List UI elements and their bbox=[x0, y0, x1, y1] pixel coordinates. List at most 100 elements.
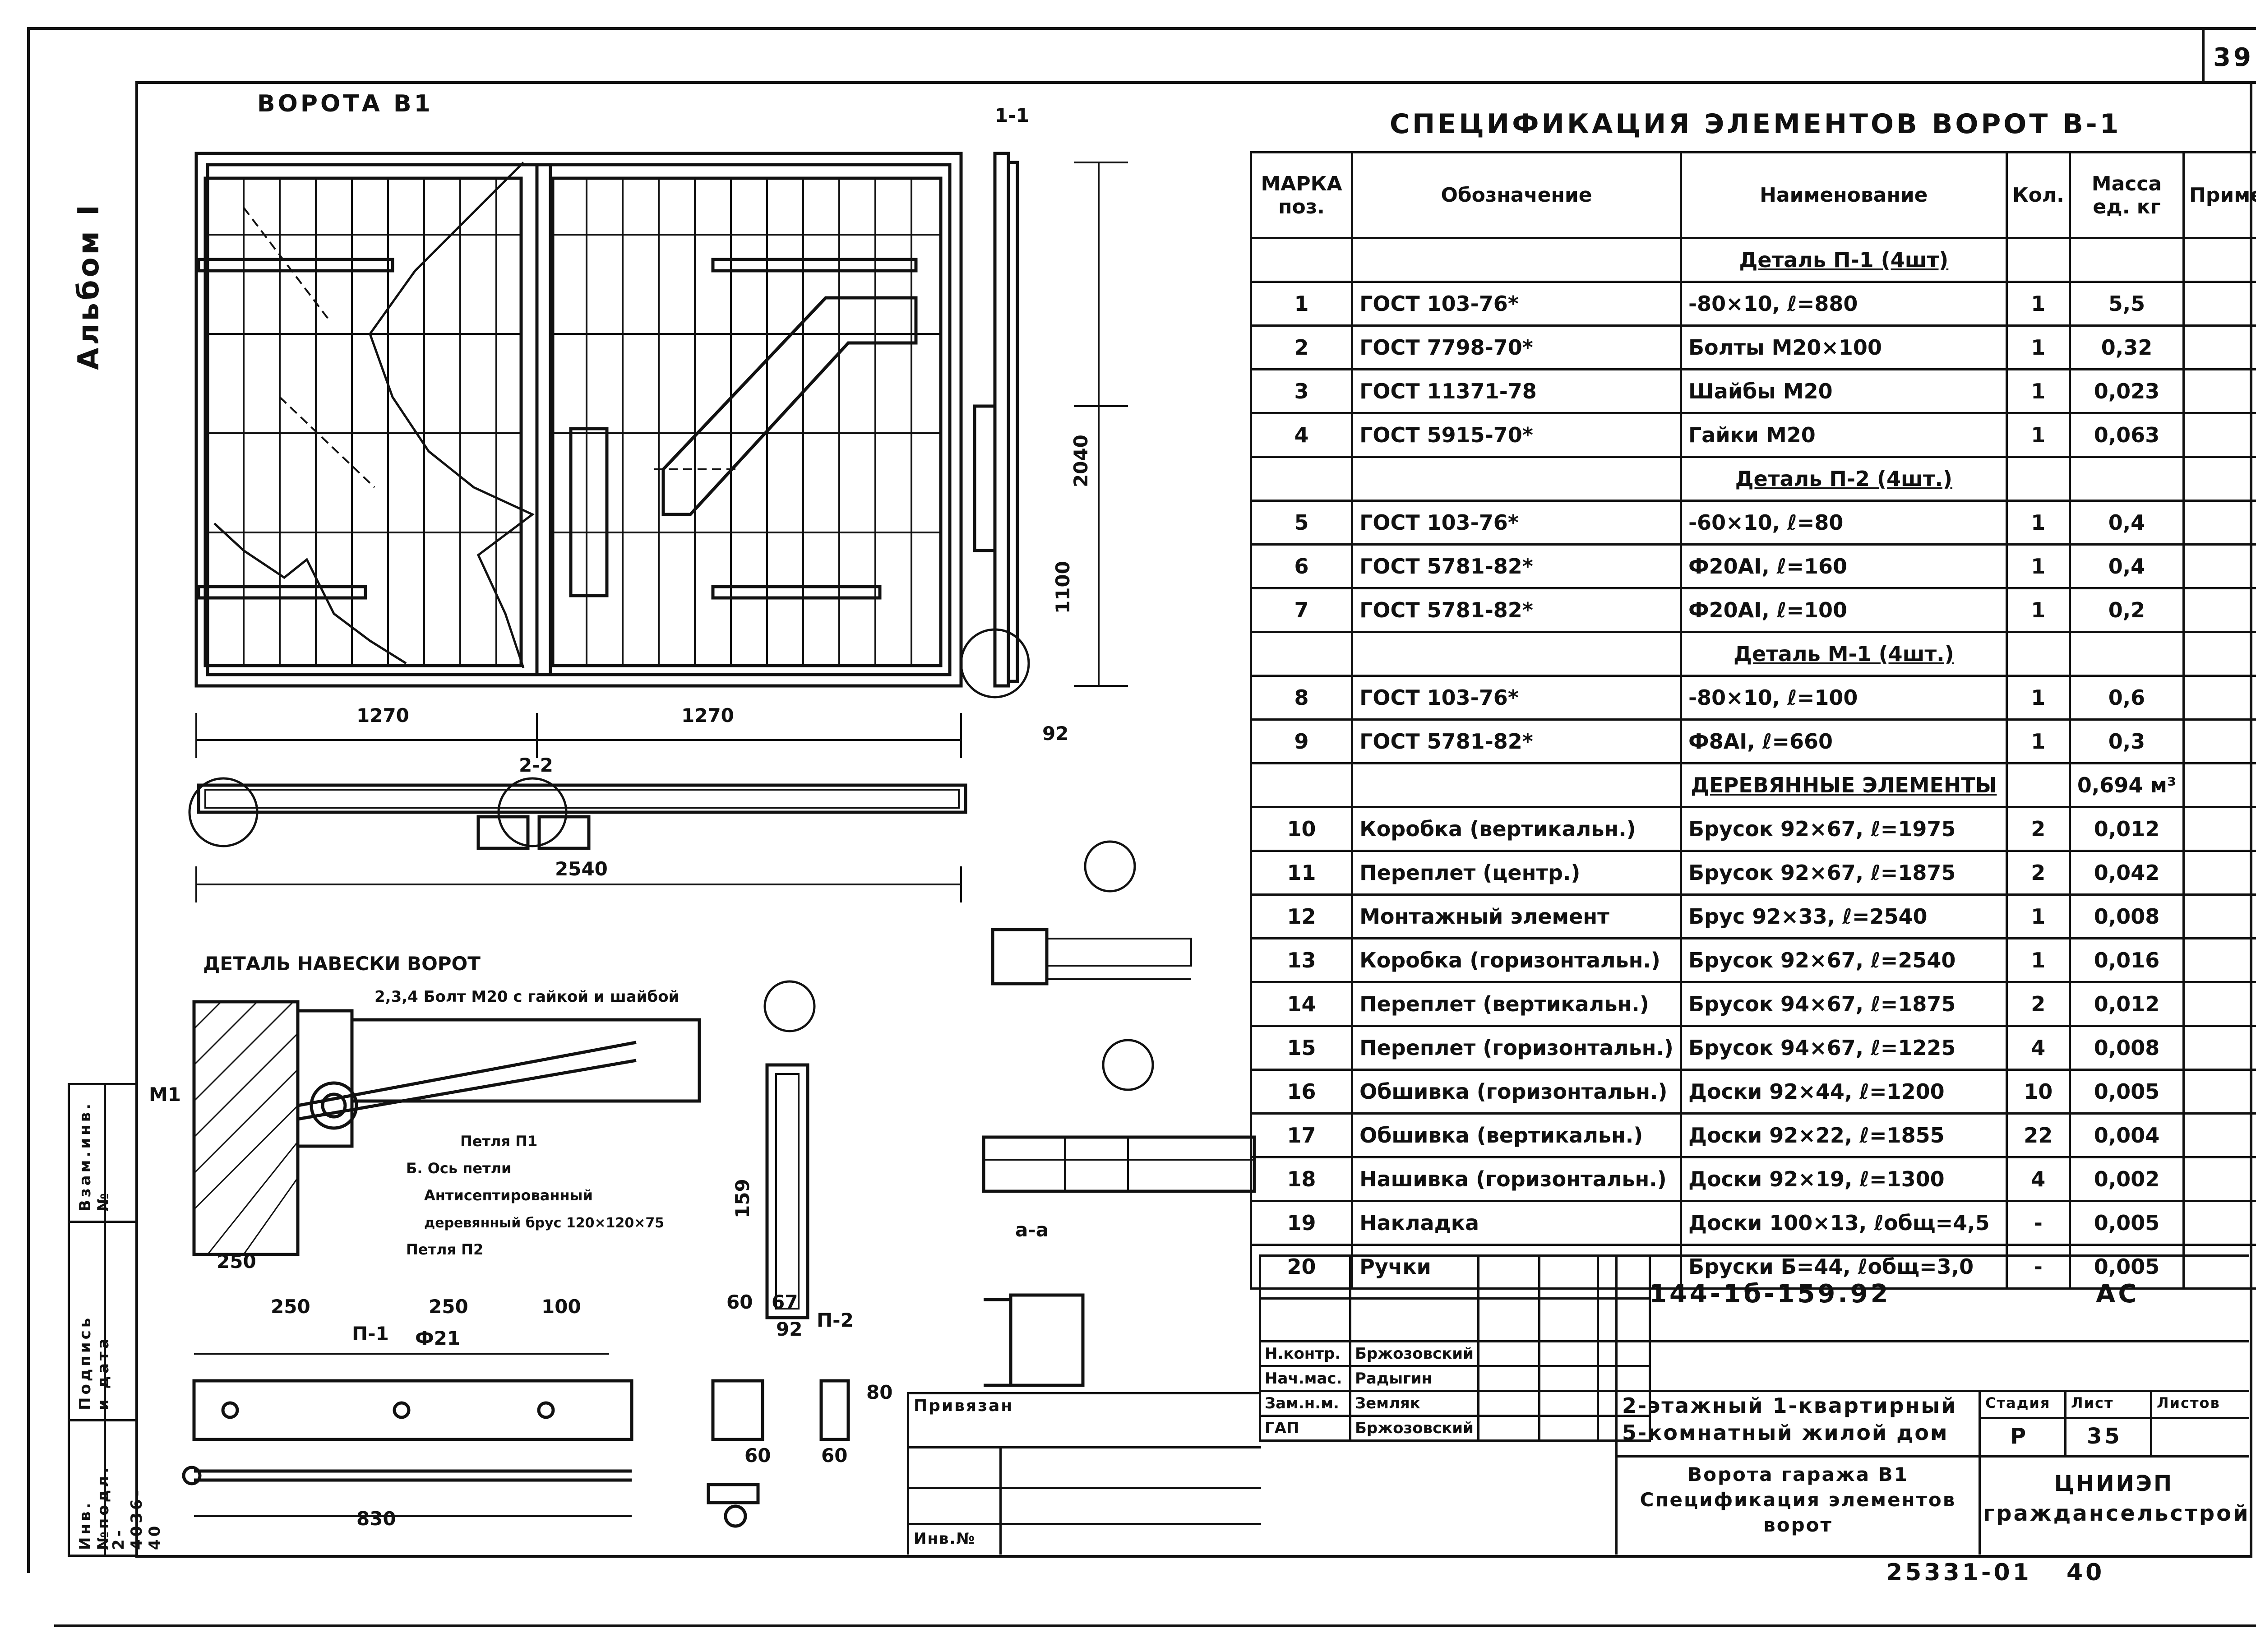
cell-pos: 3 bbox=[1249, 368, 1354, 414]
col-mass: Масса ед. кг bbox=[2068, 151, 2185, 239]
privyazan-block: Привязан Инв.№ bbox=[907, 1392, 1261, 1555]
cell-code: Переплет (вертикальн.) bbox=[1351, 981, 1682, 1027]
cell-note bbox=[2182, 937, 2256, 983]
cell-note bbox=[2182, 631, 2256, 677]
cell-qty: 1 bbox=[2005, 281, 2071, 327]
cell-pos bbox=[1249, 456, 1354, 502]
cell-qty: 1 bbox=[2005, 937, 2071, 983]
cell-code: ГОСТ 5781-82* bbox=[1351, 587, 1682, 633]
cell-qty: 1 bbox=[2005, 675, 2071, 721]
dim-2040: 2040 bbox=[1070, 435, 1092, 487]
cell-name: Доски 92×19, ℓ=1300 bbox=[1679, 1156, 2008, 1202]
dim-1270-left: 1270 bbox=[356, 704, 409, 727]
col-code: Обозначение bbox=[1351, 151, 1682, 239]
cell-note bbox=[2182, 1244, 2256, 1290]
cell-note bbox=[2182, 981, 2256, 1027]
role-1: Н.контр. bbox=[1259, 1340, 1351, 1367]
cell-code: Нашивка (горизонтальн.) bbox=[1351, 1156, 1682, 1202]
cell-name: -80×10, ℓ=880 bbox=[1679, 281, 2008, 327]
cell-pos: 18 bbox=[1249, 1156, 1354, 1202]
dim-60: 60 bbox=[726, 1291, 753, 1313]
cell-pos: 5 bbox=[1249, 500, 1354, 546]
section-22-label: 2-2 bbox=[519, 754, 553, 776]
cell-mass: 0,012 bbox=[2068, 981, 2185, 1027]
col-qty: Кол. bbox=[2005, 151, 2071, 239]
cell-qty: 22 bbox=[2005, 1112, 2071, 1158]
cell-name: Доски 92×22, ℓ=1855 bbox=[1679, 1112, 2008, 1158]
cell-qty: 1 bbox=[2005, 893, 2071, 939]
cell-name: -80×10, ℓ=100 bbox=[1679, 675, 2008, 721]
cell-pos: 8 bbox=[1249, 675, 1354, 721]
cell-name: -60×10, ℓ=80 bbox=[1679, 500, 2008, 546]
cell-note bbox=[2182, 587, 2256, 633]
sheet-label: Лист bbox=[2071, 1394, 2114, 1411]
cell-mass: 0,016 bbox=[2068, 937, 2185, 983]
cell-pos: 19 bbox=[1249, 1200, 1354, 1246]
cell-mass: 0,063 bbox=[2068, 412, 2185, 458]
m1-label: М1 bbox=[149, 1083, 181, 1106]
dim-80: 80 bbox=[866, 1381, 892, 1403]
doc-code: 144-1б-159.92 bbox=[1649, 1279, 1891, 1309]
cell-mass: 0,32 bbox=[2068, 324, 2185, 370]
cell-qty: 4 bbox=[2005, 1025, 2071, 1071]
cell-code: Монтажный элемент bbox=[1351, 893, 1682, 939]
cell-mass: 0,2 bbox=[2068, 587, 2185, 633]
cell-qty: 10 bbox=[2005, 1069, 2071, 1115]
cell-qty: 1 bbox=[2005, 500, 2071, 546]
cell-mass: 0,005 bbox=[2068, 1069, 2185, 1115]
inv-label: Инв.№ bbox=[914, 1530, 976, 1548]
doc-suffix: АС bbox=[2096, 1279, 2140, 1309]
cell-name: ДЕРЕВЯННЫЕ ЭЛЕМЕНТЫ bbox=[1679, 762, 2008, 808]
cell-mass: 0,3 bbox=[2068, 718, 2185, 764]
cell-name: Ф20АI, ℓ=160 bbox=[1679, 543, 2008, 589]
sheet-frame bbox=[27, 27, 2256, 1573]
dim-1270-right: 1270 bbox=[681, 704, 734, 727]
p1-label: П-1 bbox=[352, 1323, 389, 1345]
bottom-code: 25331-01 bbox=[1886, 1559, 2032, 1586]
cell-note bbox=[2182, 1112, 2256, 1158]
cell-note bbox=[2182, 850, 2256, 896]
cell-qty bbox=[2005, 456, 2071, 502]
cell-qty: 1 bbox=[2005, 718, 2071, 764]
spec-table: МАРКА поз. Обозначение Наименование Кол.… bbox=[1249, 151, 2256, 1290]
org-name: ЦНИИЭП граждансельстрой bbox=[1983, 1471, 2250, 1526]
loop-p1-label: Петля П1 bbox=[460, 1133, 537, 1150]
cell-name: Брусок 94×67, ℓ=1875 bbox=[1679, 981, 2008, 1027]
role-3: Зам.н.м. bbox=[1259, 1390, 1351, 1417]
cell-note bbox=[2182, 456, 2256, 502]
dim-250-hinge: 250 bbox=[217, 1250, 256, 1273]
cell-mass bbox=[2068, 237, 2185, 283]
cell-pos bbox=[1249, 631, 1354, 677]
sheet-value: 35 bbox=[2087, 1424, 2122, 1449]
cell-pos: 15 bbox=[1249, 1025, 1354, 1071]
wood-beam-label: деревянный брус 120×120×75 bbox=[424, 1215, 664, 1231]
cell-pos: 2 bbox=[1249, 324, 1354, 370]
cell-pos: 10 bbox=[1249, 806, 1354, 852]
cell-code: Переплет (горизонтальн.) bbox=[1351, 1025, 1682, 1071]
cell-code: ГОСТ 103-76* bbox=[1351, 675, 1682, 721]
cell-note bbox=[2182, 675, 2256, 721]
cell-note bbox=[2182, 368, 2256, 414]
cell-note bbox=[2182, 1200, 2256, 1246]
dim-60-b: 60 bbox=[821, 1444, 847, 1467]
cell-code: ГОСТ 5781-82* bbox=[1351, 718, 1682, 764]
col-name: Наименование bbox=[1679, 151, 2008, 239]
cell-pos: 7 bbox=[1249, 587, 1354, 633]
spec-group-row: Деталь П-2 (4шт.) bbox=[1249, 456, 2256, 502]
side-label-inv: Инв.№подл. bbox=[76, 1464, 112, 1550]
antiseptic-label: Антисептированный bbox=[424, 1187, 593, 1204]
axis-label: Б. Ось петли bbox=[406, 1160, 511, 1177]
cell-qty: 2 bbox=[2005, 981, 2071, 1027]
gate-elevation: 1270 1270 2540 2-2 1-1 92 2040 1100 ДЕТА… bbox=[149, 104, 1256, 1530]
